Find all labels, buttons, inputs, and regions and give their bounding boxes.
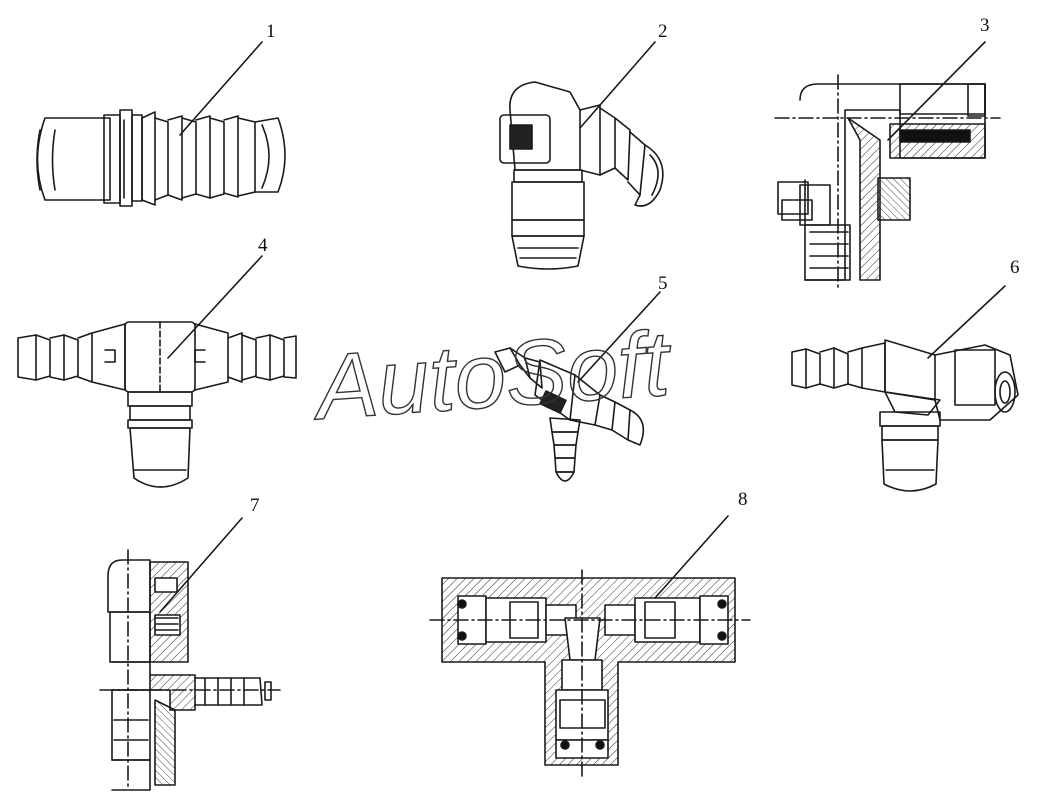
callout-number-1: 1 bbox=[266, 21, 276, 42]
part-1-straight-connector bbox=[36, 109, 286, 207]
part-7-sectional-quick-connect bbox=[99, 549, 281, 791]
callout-leader-2 bbox=[579, 41, 656, 129]
part-3-elbow-section bbox=[774, 74, 1001, 291]
callout-number-3: 3 bbox=[980, 15, 990, 36]
part-8-sectional-tee bbox=[429, 569, 751, 781]
callout-number-5: 5 bbox=[658, 273, 668, 294]
callout-leader-7 bbox=[159, 517, 243, 613]
callout-number-2: 2 bbox=[658, 21, 668, 42]
callout-number-7: 7 bbox=[250, 495, 260, 516]
callout-leader-8 bbox=[654, 515, 729, 599]
part-5-diagonal-tee bbox=[494, 347, 645, 482]
callout-leader-5 bbox=[577, 291, 661, 383]
part-4-tee-connector bbox=[17, 321, 297, 488]
callout-leader-4 bbox=[167, 255, 263, 359]
watermark: AutoSoft bbox=[308, 312, 676, 439]
part-2-elbow-connector bbox=[499, 81, 664, 270]
callout-leader-6 bbox=[927, 285, 1006, 359]
callout-number-8: 8 bbox=[738, 489, 748, 510]
callout-leader-1 bbox=[179, 41, 263, 136]
callout-number-4: 4 bbox=[258, 235, 268, 256]
callout-leader-3 bbox=[887, 41, 986, 141]
callout-number-6: 6 bbox=[1010, 257, 1020, 278]
part-6-tee-elbow bbox=[791, 339, 1019, 492]
